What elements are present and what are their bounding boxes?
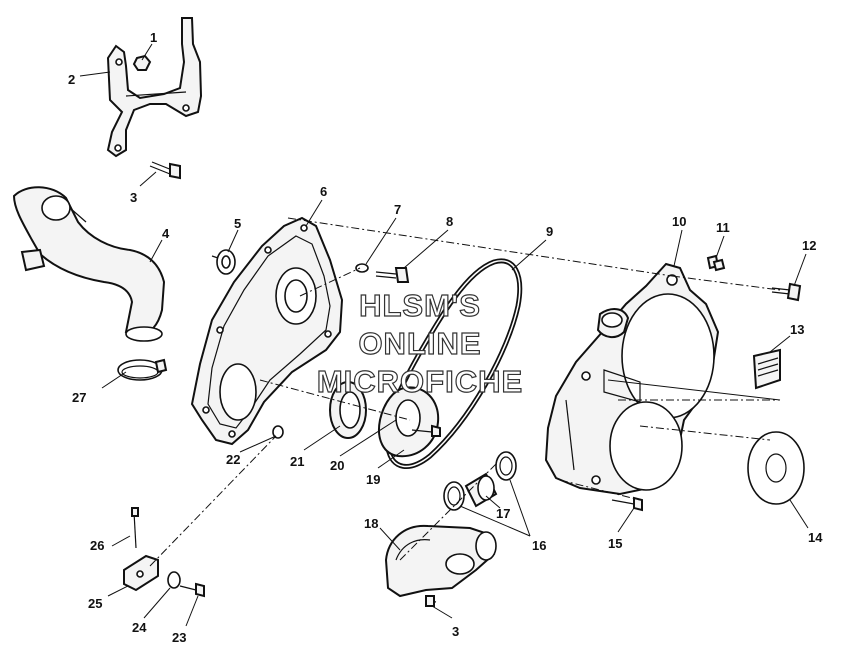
- watermark-line-3: MICROFICHE: [317, 364, 523, 399]
- washer-22: [272, 425, 284, 439]
- hose-clamp: [117, 358, 168, 381]
- bolt-cover: [375, 267, 410, 283]
- callout-18: 18: [364, 516, 378, 531]
- callout-1: 1: [150, 30, 157, 45]
- nut: [132, 54, 152, 71]
- outer-cover: [544, 262, 720, 496]
- leader-lines: [79, 43, 809, 627]
- callout-26: 26: [90, 538, 104, 553]
- bolt-outer: [771, 282, 802, 302]
- small-bracket: [123, 554, 159, 592]
- callout-22: 22: [226, 452, 240, 467]
- washer: [211, 249, 236, 275]
- vent-grille: [752, 348, 781, 390]
- washer-small: [355, 263, 369, 273]
- watermark-line-2: ONLINE: [358, 326, 481, 361]
- callout-10: 10: [672, 214, 686, 229]
- callout-19: 19: [366, 472, 380, 487]
- alignment-lines: [149, 217, 781, 567]
- callout-7: 7: [394, 202, 401, 217]
- callouts: 1 2 3 4 5 6 7 8 9 10 11 12 13 14 15 16 1…: [68, 30, 823, 645]
- washer-24: [167, 571, 181, 589]
- elbow-duct: [384, 524, 497, 598]
- callout-27: 27: [72, 390, 86, 405]
- callout-15: 15: [608, 536, 622, 551]
- bolt-15: [611, 496, 643, 512]
- inner-cover: [190, 216, 344, 446]
- callout-16: 16: [532, 538, 546, 553]
- clip: [706, 254, 726, 272]
- callout-8: 8: [446, 214, 453, 229]
- callout-3-upper: 3: [130, 190, 137, 205]
- callout-6: 6: [320, 184, 327, 199]
- callout-20: 20: [330, 458, 344, 473]
- callout-13: 13: [790, 322, 804, 337]
- callout-17: 17: [496, 506, 510, 521]
- callout-5: 5: [234, 216, 241, 231]
- sealing-plate: [378, 386, 440, 458]
- callout-14: 14: [808, 530, 823, 545]
- gasket-disc: [747, 431, 805, 505]
- watermark: HLSM'S ONLINE MICROFICHE: [316, 287, 523, 399]
- callout-2: 2: [68, 72, 75, 87]
- callout-24: 24: [132, 620, 147, 635]
- callout-23: 23: [172, 630, 186, 645]
- bolt-upper: [149, 161, 181, 180]
- callout-21: 21: [290, 454, 304, 469]
- clamp-pair: [443, 451, 517, 511]
- watermark-line-1: HLSM'S: [359, 288, 481, 323]
- screw: [411, 424, 441, 437]
- air-duct: [12, 186, 166, 342]
- bolt-23: [179, 582, 205, 598]
- seal: [329, 381, 367, 439]
- mounting-bracket: [106, 17, 203, 158]
- bolt-lower: [425, 595, 437, 607]
- callout-9: 9: [546, 224, 553, 239]
- rivet: [131, 507, 139, 549]
- drive-belt: [384, 258, 523, 469]
- callout-12: 12: [802, 238, 816, 253]
- callout-3-lower: 3: [452, 624, 459, 639]
- callout-11: 11: [716, 220, 730, 235]
- callout-4: 4: [162, 226, 170, 241]
- callout-25: 25: [88, 596, 102, 611]
